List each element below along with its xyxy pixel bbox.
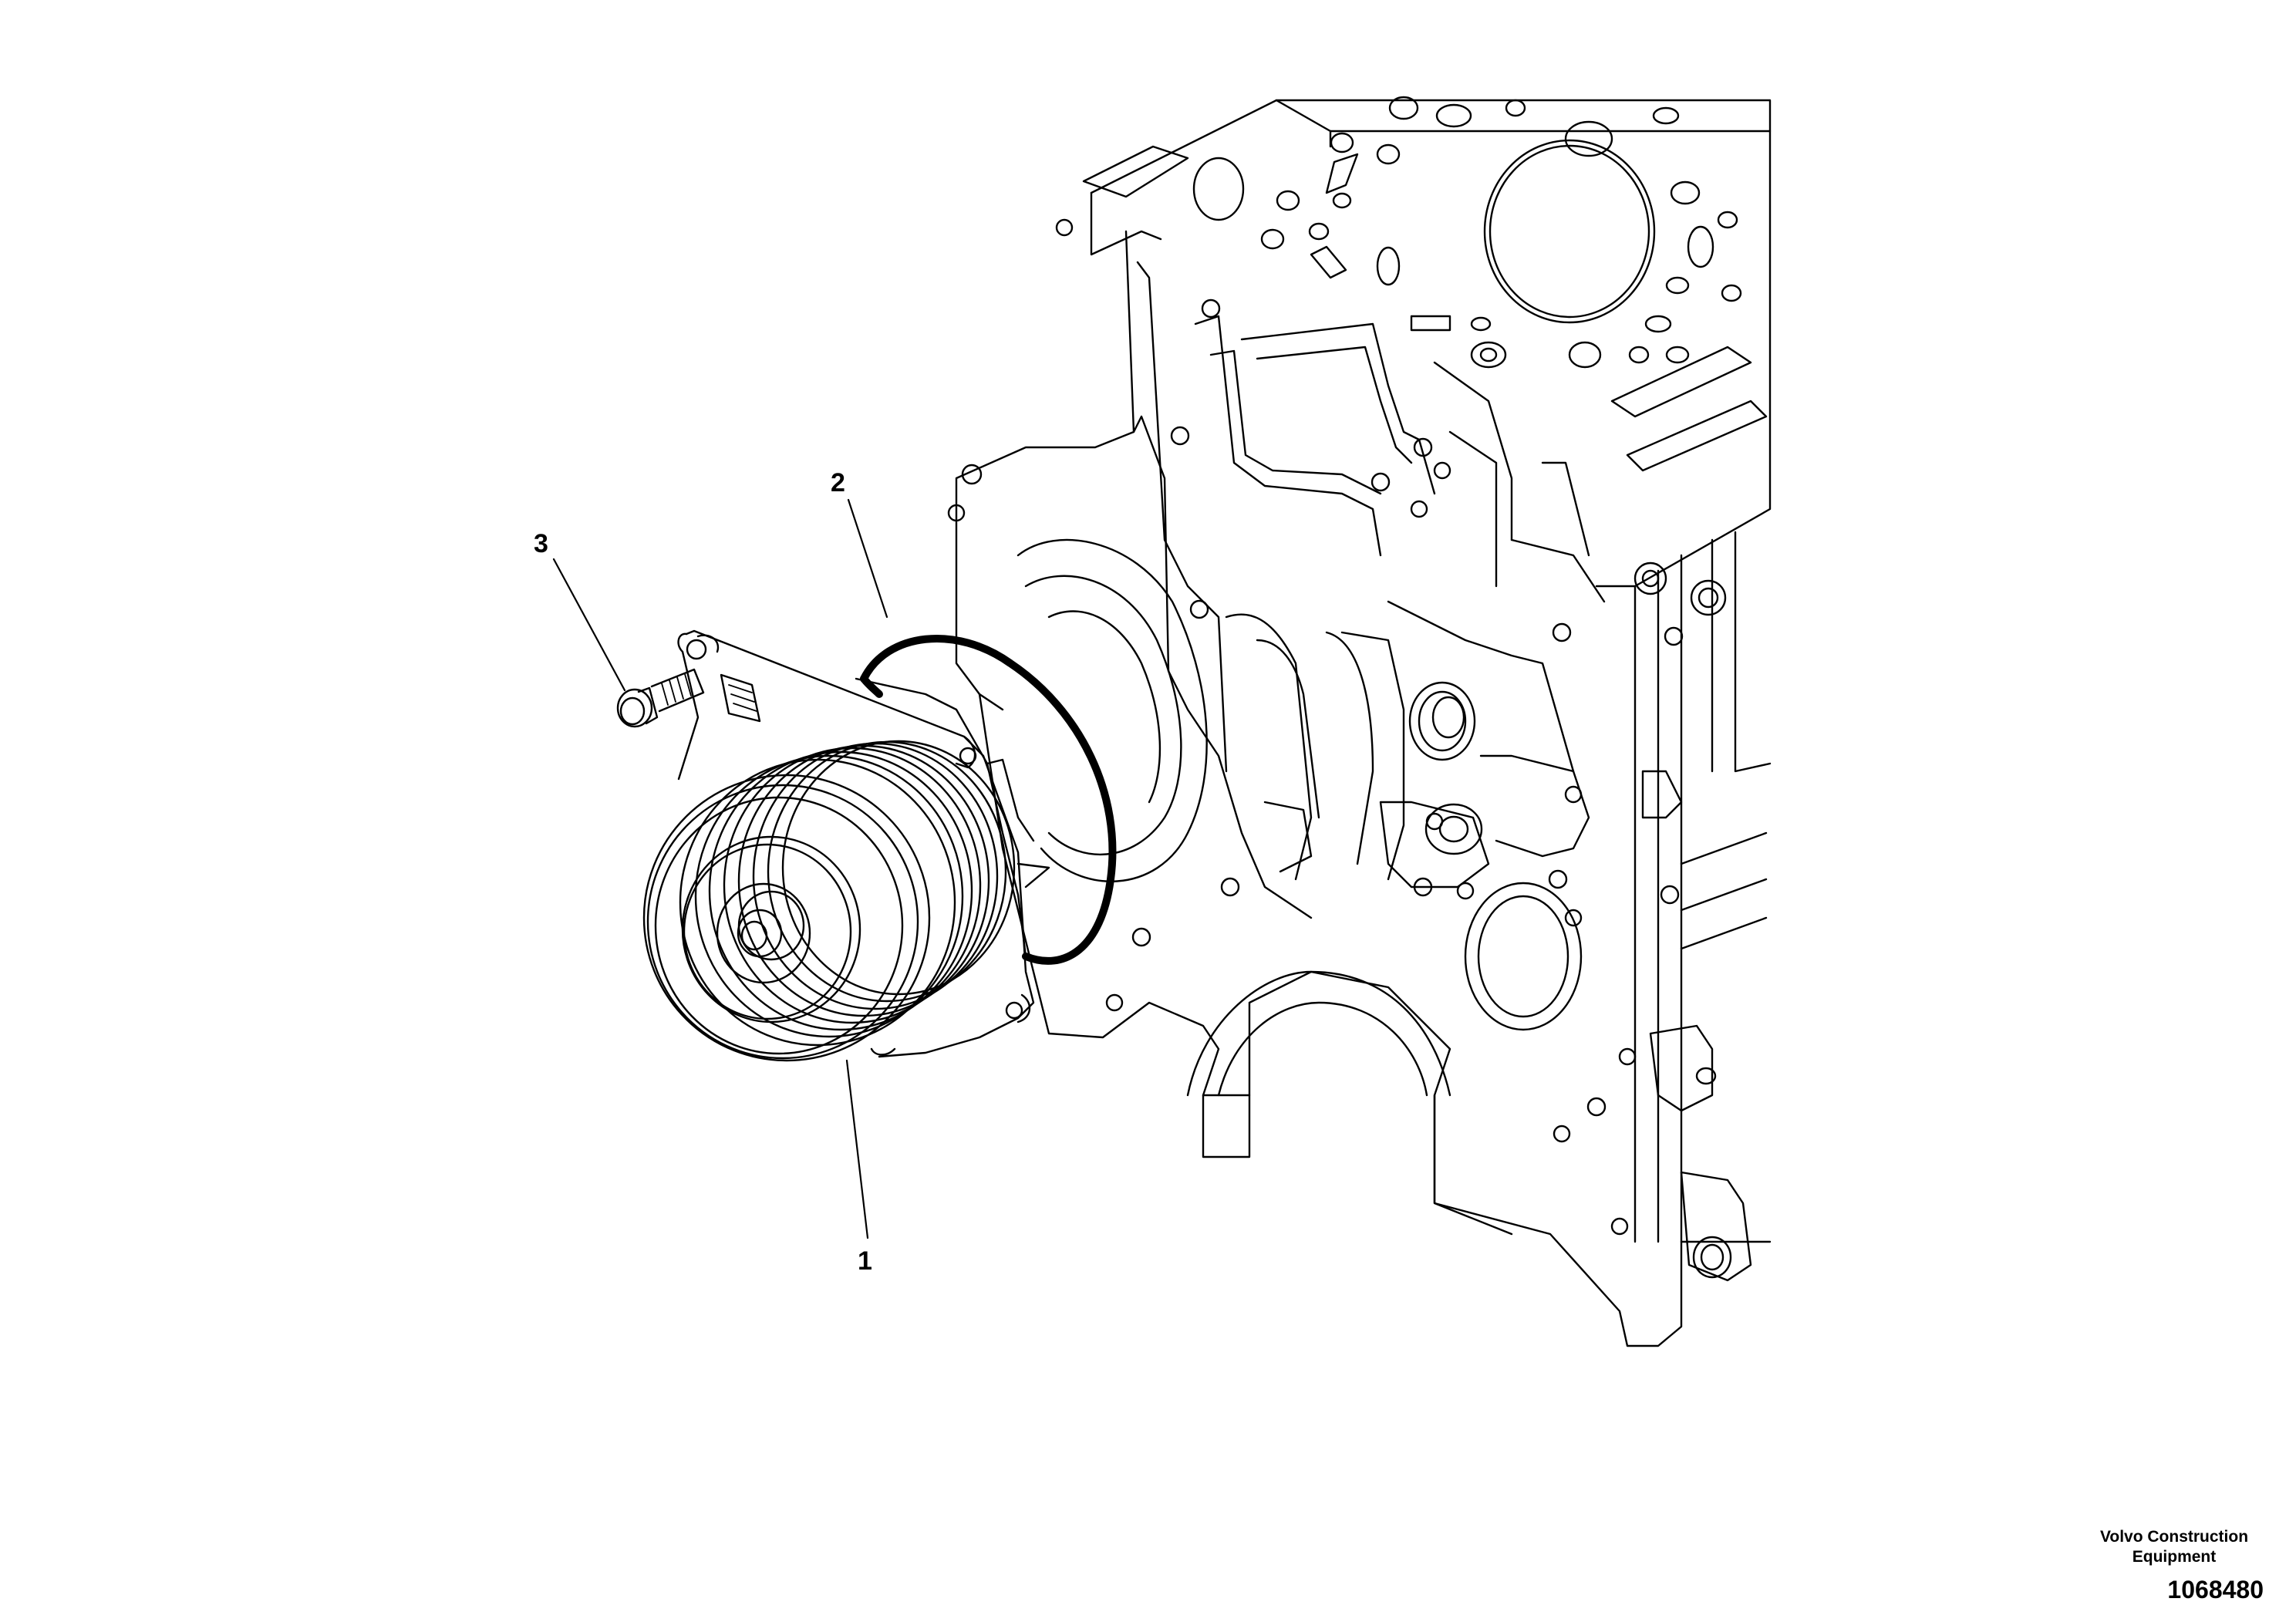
company-name: Volvo Construction Equipment — [2082, 1527, 2267, 1568]
company-name-line-1: Volvo Construction — [2099, 1528, 2249, 1546]
flange-bolt — [616, 668, 705, 728]
water-pump — [642, 629, 1050, 1062]
engine-block — [947, 96, 1772, 1347]
drawing-number: 1068480 — [2167, 1576, 2264, 1603]
callout-label-3: 3 — [534, 529, 548, 558]
company-name-line-2: Equipment — [2132, 1548, 2217, 1566]
leader-line-3 — [552, 558, 626, 692]
leader-line-1 — [845, 1059, 869, 1239]
bolt-bosses — [947, 218, 1727, 1236]
callout-label-1: 1 — [858, 1246, 872, 1276]
leader-line-2 — [847, 498, 888, 619]
leader-lines — [552, 498, 888, 1239]
callout-label-2: 2 — [831, 468, 845, 497]
